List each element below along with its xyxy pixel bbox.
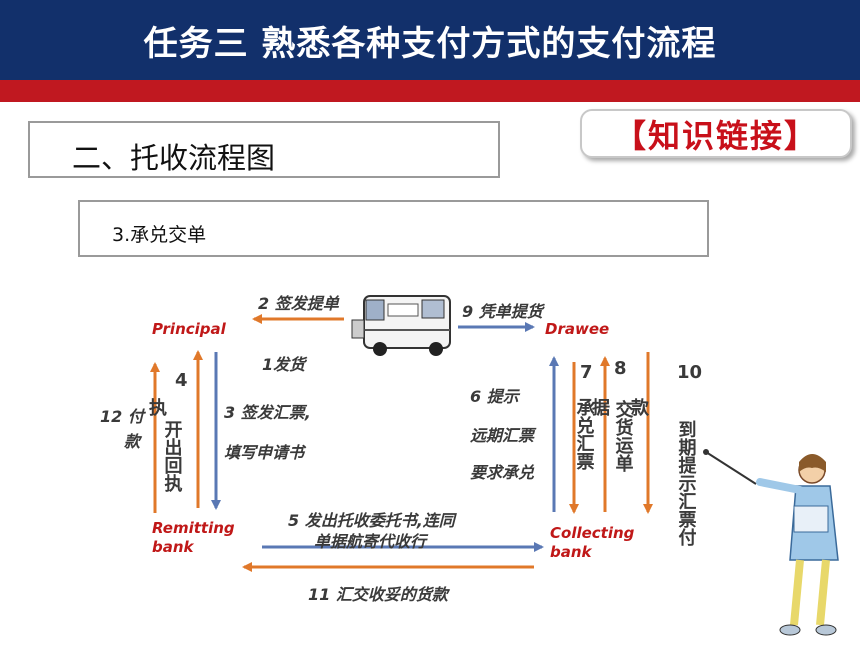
header-bar	[0, 0, 860, 80]
step5-label-line1: 5 发出托收委托书,连同	[288, 511, 458, 530]
step6-label-line1: 6 提示	[470, 387, 521, 406]
step4-number: 4	[175, 370, 188, 391]
section-title: 二、托收流程图	[72, 141, 276, 175]
step7-number: 7	[580, 362, 593, 383]
ambulance-truck-icon	[351, 295, 451, 356]
step8-label: 交货运单	[613, 399, 634, 473]
step6-label-line2: 远期汇票	[470, 426, 537, 445]
step8-number: 8	[614, 358, 627, 379]
header-accent-bar	[0, 80, 860, 102]
node-principal: Principal	[152, 320, 227, 338]
node-drawee: Drawee	[545, 320, 609, 338]
node-collecting-bank-line2: bank	[550, 543, 593, 561]
step3-label-line1: 3 签发汇票,	[224, 403, 311, 422]
node-remitting-bank-line2: bank	[152, 538, 195, 556]
teacher-figure-icon	[703, 449, 839, 636]
step4-label: 开出回执	[162, 420, 183, 493]
step7-label: 承兑汇票	[574, 398, 595, 471]
step5-label-line2: 单据航寄代收行	[314, 532, 429, 551]
subsection-title-box: 3.承兑交单	[78, 200, 709, 257]
step9-label: 9 凭单提货	[462, 302, 546, 321]
step3-label-line2: 填写申请书	[224, 443, 307, 462]
step8-extra-char: 款	[631, 397, 650, 419]
section-title-box: 二、托收流程图	[28, 121, 500, 178]
step11-label: 11 汇交收妥的货款	[308, 585, 451, 604]
knowledge-link-badge[interactable]: 【知识链接】	[580, 109, 852, 158]
node-remitting-bank-line1: Remitting	[152, 519, 235, 537]
page-title: 任务三 熟悉各种支付方式的支付流程	[143, 23, 717, 64]
step10-number: 10	[677, 362, 702, 383]
step10-label: 到期提示汇票付	[676, 420, 697, 547]
step2-label: 2 签发提单	[258, 294, 340, 313]
node-collecting-bank-line1: Collecting	[550, 524, 635, 542]
step12-label-line2: 款	[124, 432, 143, 451]
step7-extra-char: 据	[592, 397, 610, 419]
step12-label-line1: 12 付	[100, 407, 147, 426]
collection-flow-diagram: Principal Drawee Remitting bank Collecti…	[100, 294, 839, 636]
step6-label-line3: 要求承兑	[470, 463, 535, 482]
step12-extra-char: 执	[149, 397, 167, 419]
subsection-title: 3.承兑交单	[112, 224, 207, 246]
step1-label: 1发货	[262, 355, 308, 374]
